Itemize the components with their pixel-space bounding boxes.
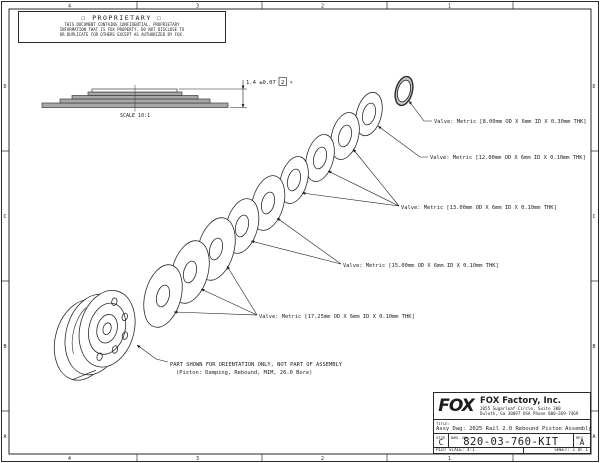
zone-right-a: A	[593, 434, 596, 440]
proprietary-line3: OR DUPLICATE FOR OTHERS EXCEPT AS AUTHOR…	[59, 32, 185, 38]
size-cell: SIZE C	[434, 434, 449, 447]
company-address2: Duluth, Ga 30097 USA Phone 800-369-7469	[480, 411, 579, 416]
zone-left-b: B	[4, 344, 7, 350]
flag-note-box	[278, 77, 287, 86]
shim-13mm-a	[330, 112, 360, 160]
shim-stack-side-view	[41, 85, 229, 112]
proprietary-line2: INFORMATION THAT IS FOX PROPERTY. DO NOT…	[59, 27, 185, 32]
zone-right-d: D	[593, 84, 596, 90]
callout-leaders	[136, 100, 432, 363]
shim-8mm	[394, 75, 414, 107]
zone-bottom-2: 2	[321, 456, 324, 462]
dimension-text: 1.4 ±0.07	[246, 80, 276, 86]
zone-right-b: B	[593, 344, 596, 350]
proprietary-line1: THIS DOCUMENT CONTAINS CONFIDENTIAL, PRO…	[64, 21, 180, 27]
number-row: SIZE C DWG. NO. 820-03-760-KIT REV A	[434, 434, 590, 448]
company-address1: 2055 Sugarloaf Circle, Suite 300	[480, 405, 561, 411]
zone-bottom-3: 3	[196, 456, 199, 462]
drawing-title: Assy Dwg: 2025 Rail 2.0 Rebound Piston A…	[436, 426, 592, 432]
zone-top-3: 3	[196, 4, 199, 10]
callout-valve-13mm: Valve: Metric [13.00mm OD X 6mm ID X 0.1…	[401, 205, 557, 211]
detail-scale-label: SCALE 10:1	[120, 113, 150, 119]
company-info: FOX Factory, Inc. 2055 Sugarloaf Circle,…	[478, 396, 590, 417]
callout-valve-15mm: Valve: Metric [15.00mm OD X 6mm ID X 0.1…	[343, 263, 499, 269]
size-label: SIZE	[436, 434, 446, 440]
callout-valve-17mm: Valve: Metric [17.25mm OD X 6mm ID X 0.1…	[259, 314, 415, 320]
zone-left-c: C	[4, 214, 7, 220]
rev-value: A	[579, 438, 585, 447]
title-row: TITLE: Assy Dwg: 2025 Rail 2.0 Rebound P…	[434, 420, 592, 434]
title-block-header-row: FOX FOX Factory, Inc. 2055 Sugarloaf Cir…	[434, 393, 590, 420]
shim-12mm	[355, 91, 383, 137]
plot-scale: PLOT SCALE: 4:1	[434, 448, 524, 453]
dwg-no-label: DWG. NO.	[451, 434, 470, 440]
zone-top-1: 1	[448, 4, 451, 10]
proprietary-notice: ☐ PROPRIETARY ☐ THIS DOCUMENT CONTAINS C…	[18, 11, 226, 43]
stack-height-dimension	[179, 80, 247, 108]
shim-15mm-a	[250, 175, 286, 231]
zone-left-d: D	[4, 84, 7, 90]
orientation-note-line1: PART SHOWN FOR ORIENTATION ONLY, NOT PAR…	[170, 362, 343, 368]
zone-top-2: 2	[321, 4, 324, 10]
proprietary-heading: ☐ PROPRIETARY ☐	[81, 13, 163, 22]
size-value: C	[438, 438, 444, 447]
shim-13mm-b	[305, 134, 335, 182]
shim-17mm-c	[143, 264, 183, 328]
zone-top-4: 4	[68, 4, 71, 10]
piston-drawing	[53, 290, 136, 381]
zone-bottom-4: 4	[68, 456, 71, 462]
callout-valve-12mm: Valve: Metric [12.00mm OD X 6mm ID X 0.1…	[430, 155, 586, 161]
company-name: FOX Factory, Inc.	[480, 395, 561, 406]
valve-shim-stack	[143, 75, 414, 328]
callout-valve-8mm: Valve: Metric [8.00mm OD X 6mm ID X 0.30…	[434, 119, 587, 125]
orientation-note-line2: (Piston: Damping, Rebound, MIM, 26.0 Bor…	[176, 370, 312, 376]
zone-right-c: C	[593, 214, 596, 220]
dimension-suffix: *	[290, 81, 293, 87]
zone-labels: 4 3 2 1 4 3 2 1 D C B A D C B A	[4, 4, 596, 463]
title-block: FOX FOX Factory, Inc. 2055 Sugarloaf Cir…	[433, 392, 592, 454]
shim-13mm-c	[279, 156, 309, 204]
dwg-no-value: 820-03-760-KIT	[463, 435, 559, 448]
rev-label: REV	[576, 434, 583, 440]
rev-cell: REV A	[574, 434, 590, 448]
scale-sheet-row: PLOT SCALE: 4:1 SHEET: 1 OF 1	[434, 448, 590, 453]
zone-left-a: A	[4, 434, 7, 440]
dwg-no-cell: DWG. NO. 820-03-760-KIT	[449, 434, 574, 448]
flag-note-number: 2	[281, 80, 284, 86]
zone-bottom-1: 1	[448, 456, 451, 462]
sheet-number: SHEET: 1 OF 1	[554, 448, 588, 453]
title-label: TITLE:	[436, 420, 450, 426]
fox-logo: FOX	[438, 396, 475, 416]
